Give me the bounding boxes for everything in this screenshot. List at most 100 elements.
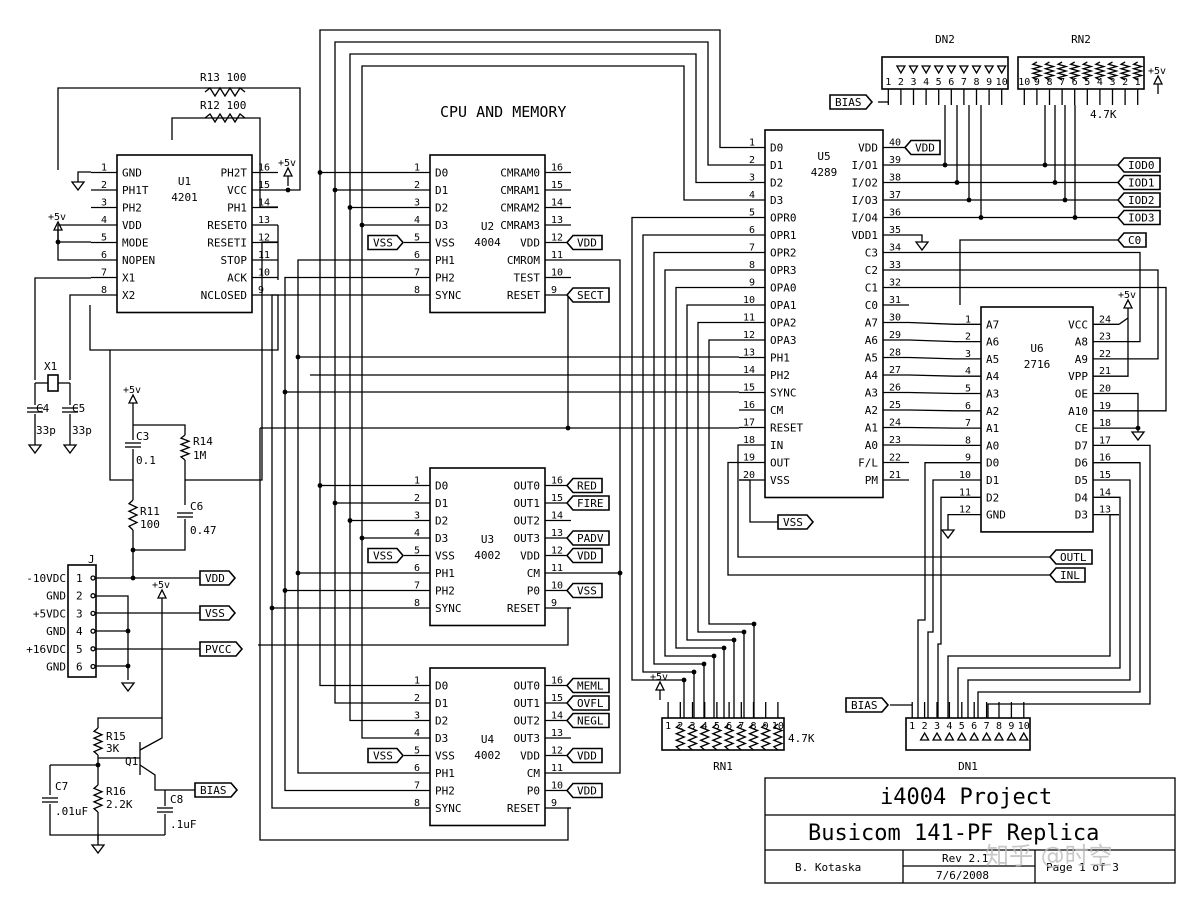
- pin-name: PH1: [227, 202, 247, 215]
- pin-number: 12: [743, 330, 755, 341]
- diode-symbol: [958, 65, 970, 75]
- pin-number: 11: [959, 487, 971, 498]
- wire: [49, 804, 165, 836]
- pin-number: 4: [414, 528, 420, 539]
- junction-dot: [282, 389, 288, 395]
- pin-name: CM: [770, 404, 784, 417]
- pin-number: 27: [889, 365, 901, 376]
- flag-vss: [367, 547, 405, 564]
- power-arrow: [282, 166, 294, 177]
- flag-red-text: RED: [577, 480, 597, 493]
- dn2-pin: 8: [973, 77, 979, 88]
- pin-number: 12: [551, 233, 563, 244]
- cm-line: [571, 259, 621, 774]
- r11-label: R11: [140, 505, 160, 518]
- pin-number: 1: [965, 314, 971, 325]
- rn1-pin: 9: [763, 721, 769, 732]
- q1-label: Q1: [125, 755, 138, 768]
- ground-symbol: [120, 682, 136, 693]
- pin-name: RESET: [507, 802, 540, 815]
- resistor-symbol: [1093, 61, 1107, 81]
- opr-opa-line: [708, 339, 755, 718]
- pin-number: 19: [1099, 401, 1111, 412]
- opr-opa-line: [653, 251, 739, 718]
- pin-number: 30: [889, 313, 901, 324]
- pin-number: 3: [414, 511, 420, 522]
- junction-dot: [1042, 162, 1048, 168]
- pin-number: 10: [551, 781, 563, 792]
- pin-name: D0: [435, 480, 448, 493]
- pin-number: 1: [749, 138, 755, 149]
- pin-name: OUT2: [514, 715, 541, 728]
- pin-number: 3: [414, 711, 420, 722]
- pin-name: VSS: [435, 750, 455, 763]
- rn1-pin: 1: [665, 721, 671, 732]
- dn2-pin: 7: [961, 77, 967, 88]
- pin-number: 6: [414, 563, 420, 574]
- flag-vdd-text: VDD: [577, 785, 597, 798]
- flag-bias-text: BIAS: [851, 699, 878, 712]
- resistor-symbol: [1055, 61, 1069, 81]
- data-bus: [349, 53, 739, 722]
- clock-rail: [284, 276, 404, 792]
- pin-number: 11: [743, 313, 755, 324]
- pin-name: SYNC: [435, 602, 462, 615]
- power-label: +5v: [1148, 66, 1166, 77]
- resistor-symbol: [1068, 61, 1082, 81]
- resistor-symbol: [686, 723, 699, 751]
- flag-c0-text: C0: [1128, 234, 1141, 247]
- dn1-pin: 9: [1008, 721, 1014, 732]
- junction-dot: [347, 205, 353, 210]
- rn2: [1017, 56, 1145, 90]
- pin-name: A7: [865, 317, 878, 330]
- flag-iod2-text: IOD2: [1128, 194, 1155, 207]
- pin-name: OUT0: [514, 680, 541, 693]
- pin-number: 6: [101, 250, 107, 261]
- pin-name: ACK: [227, 272, 247, 285]
- pin-name: D2: [435, 715, 448, 728]
- pin-name: PM: [865, 474, 879, 487]
- pin-name: CMROM: [507, 254, 540, 267]
- flag-outl-text: OUTL: [1060, 551, 1087, 564]
- pin-number: 24: [1099, 314, 1111, 325]
- resistor-symbol: [1080, 61, 1094, 81]
- pin-number: 3: [414, 198, 420, 209]
- pin-number: 22: [1099, 349, 1111, 360]
- pin-number: 4: [414, 215, 420, 226]
- pin-name: A8: [1075, 336, 1088, 349]
- wire: [97, 608, 163, 728]
- pin-number: 17: [743, 418, 755, 429]
- pin-number: 15: [551, 493, 563, 504]
- pin-number: 13: [258, 215, 270, 226]
- pin-number: 29: [889, 330, 901, 341]
- pin-name: OPA2: [770, 317, 797, 330]
- board-name: Busicom 141-PF Replica: [808, 821, 1099, 846]
- connector-ref: J: [88, 553, 95, 566]
- junction-dot: [954, 180, 960, 185]
- flag-vss-text: VSS: [205, 607, 225, 620]
- dn1-pin: 6: [971, 721, 977, 732]
- junction-dot: [130, 575, 136, 581]
- rn1-ref: RN1: [713, 760, 733, 773]
- flag-inl: [1048, 567, 1086, 583]
- junction-dot: [295, 570, 301, 576]
- pin-name: PH2T: [221, 167, 248, 180]
- flag-vss-text: VSS: [783, 516, 803, 529]
- pin-number: 15: [551, 693, 563, 704]
- flag-iod3-text: IOD3: [1128, 212, 1155, 225]
- pin-name: STOP: [221, 254, 248, 267]
- rn1-value: 4.7K: [788, 732, 815, 745]
- rn2-pin: 10: [1018, 77, 1030, 88]
- pin-name: GND: [986, 509, 1006, 522]
- junction-dot: [282, 588, 288, 593]
- junction-dot: [347, 518, 353, 523]
- rom-data-line: [967, 479, 1131, 718]
- pin-name: A7: [986, 318, 999, 331]
- pin-name: OUT3: [514, 732, 541, 745]
- pin-name: X1: [122, 272, 135, 285]
- pin-number: 39: [889, 155, 901, 166]
- pin-number: 14: [258, 198, 270, 209]
- pin-number: 3: [101, 198, 107, 209]
- rom-data-line: [957, 496, 1121, 718]
- dn2-pin: 1: [885, 77, 891, 88]
